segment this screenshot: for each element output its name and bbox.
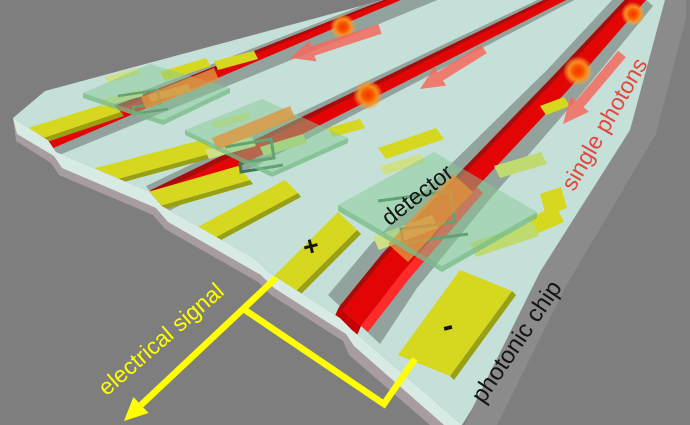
bond-pad: [540, 187, 567, 216]
single-photons: [330, 2, 645, 110]
detector-2-waveguide-overlap: [212, 106, 295, 150]
electrical-signal-wiring: [124, 275, 418, 421]
detector-2-membrane-edge: [185, 130, 348, 177]
photon-4: [621, 2, 645, 26]
bond-pad-side: [450, 291, 516, 380]
photon-arrow-icon-1: [290, 24, 382, 62]
chip-side-face-front: [13, 118, 462, 425]
signal-wire-negative: [243, 307, 418, 409]
photon-arrow-icon-3: [563, 50, 626, 124]
detector-2-membrane: [185, 99, 348, 172]
bond-pad-side: [38, 112, 124, 144]
bond-pad: [77, 139, 216, 187]
photon-direction-arrows: [290, 24, 626, 124]
bond-pad: [192, 180, 298, 243]
detector-1-inner-pad: [105, 68, 141, 83]
label-plus-sign: +: [300, 230, 323, 263]
detector-3-inner-pad: [470, 222, 539, 257]
chip-side-face-right: [465, 0, 686, 425]
bond-pad: [214, 51, 258, 70]
photon-2: [353, 80, 383, 110]
detector-3-membrane-edge: [338, 205, 537, 272]
photon-1: [330, 14, 356, 40]
bond-pad: [540, 97, 570, 115]
bond-pad: [378, 128, 444, 159]
signal-wire-positive: [138, 275, 279, 408]
signal-arrowhead-icon: [124, 397, 149, 421]
bond-pad: [28, 102, 121, 140]
detector-3-inner-pad: [494, 152, 547, 178]
bond-pad: [328, 119, 365, 137]
photon-3: [563, 56, 593, 86]
photon-arrow-icon-2: [420, 44, 487, 89]
detector-2: [185, 99, 348, 177]
detector-1-waveguide-overlap: [141, 68, 219, 109]
detector-3: [338, 152, 547, 272]
detector-1-membrane-edge: [83, 88, 230, 125]
electrode-pad-minus: [398, 270, 512, 376]
bond-pad-side: [205, 193, 301, 247]
detector-1: [83, 64, 230, 125]
bond-pad: [528, 206, 564, 234]
detector-3-inner-pad: [380, 154, 425, 175]
detector-3-waveguide-overlap: [388, 174, 473, 262]
